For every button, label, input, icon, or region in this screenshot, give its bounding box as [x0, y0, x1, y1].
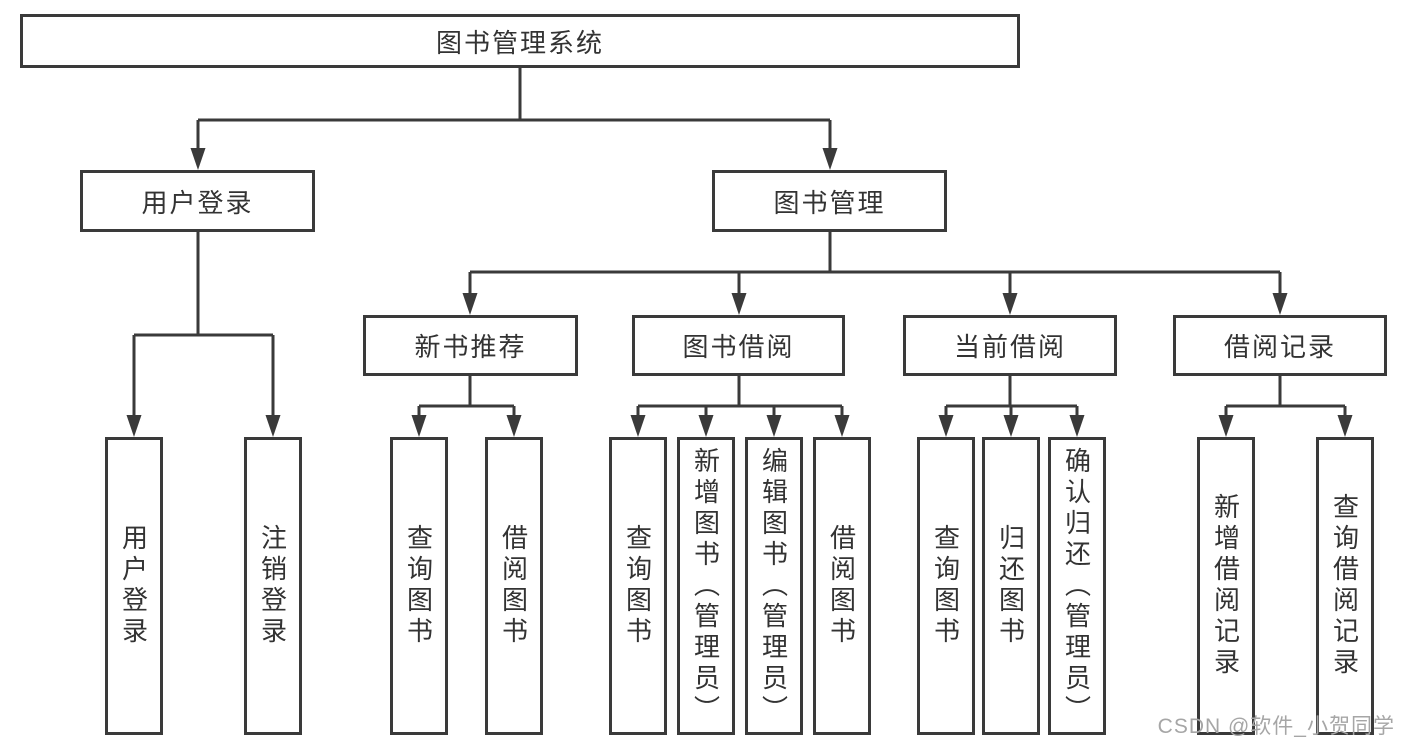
leaf-confirm-return-admin: 确认归还（管理员）: [1048, 437, 1106, 735]
connector-book-mgmt-to-level3: [468, 232, 1282, 297]
arrow-down-icon: [731, 293, 747, 315]
leaf-borrow-book: 借阅图书: [813, 437, 871, 735]
connector-leaf-groups: [417, 376, 1347, 419]
arrow-down-icon: [766, 415, 782, 437]
connector-user-login-group: [132, 232, 275, 419]
arrow-down-icon: [698, 415, 714, 437]
arrow-down-icon: [1002, 293, 1018, 315]
leaf-return-book: 归还图书: [982, 437, 1040, 735]
arrow-down-icon: [1272, 293, 1288, 315]
leaf-query-borrow-record: 查询借阅记录: [1316, 437, 1374, 735]
leaf-query-book-current: 查询图书: [917, 437, 975, 735]
arrow-down-icon: [630, 415, 646, 437]
node-book-management: 图书管理: [712, 170, 947, 232]
arrow-down-icon: [190, 148, 206, 170]
arrow-down-icon: [265, 415, 281, 437]
csdn-watermark: CSDN @软件_小贺同学: [1157, 715, 1395, 738]
node-new-book-recommend: 新书推荐: [363, 315, 578, 376]
leaf-edit-book-admin: 编辑图书（管理员）: [745, 437, 803, 735]
arrow-down-icon: [938, 415, 954, 437]
arrow-down-icon: [411, 415, 427, 437]
arrow-down-icon: [1069, 415, 1085, 437]
arrow-down-icon: [126, 415, 142, 437]
node-current-borrow: 当前借阅: [903, 315, 1117, 376]
arrow-down-icon: [822, 148, 838, 170]
leaf-borrow-book-recommend: 借阅图书: [485, 437, 543, 735]
arrow-down-icon: [1337, 415, 1353, 437]
node-library-system: 图书管理系统: [20, 14, 1020, 68]
node-book-borrow: 图书借阅: [632, 315, 845, 376]
leaf-logout: 注销登录: [244, 437, 302, 735]
arrow-down-icon: [1003, 415, 1019, 437]
node-borrow-records: 借阅记录: [1173, 315, 1387, 376]
arrow-down-icon: [506, 415, 522, 437]
arrow-down-icon: [834, 415, 850, 437]
arrow-down-icon: [1218, 415, 1234, 437]
node-user-login: 用户登录: [80, 170, 315, 232]
leaf-add-book-admin: 新增图书（管理员）: [677, 437, 735, 735]
connector-root-to-level2: [196, 68, 832, 150]
leaf-user-login: 用户登录: [105, 437, 163, 735]
leaf-add-borrow-record: 新增借阅记录: [1197, 437, 1255, 735]
arrow-down-icon: [462, 293, 478, 315]
leaf-query-book-recommend: 查询图书: [390, 437, 448, 735]
arrowheads: [126, 148, 1353, 437]
leaf-query-book-borrow: 查询图书: [609, 437, 667, 735]
